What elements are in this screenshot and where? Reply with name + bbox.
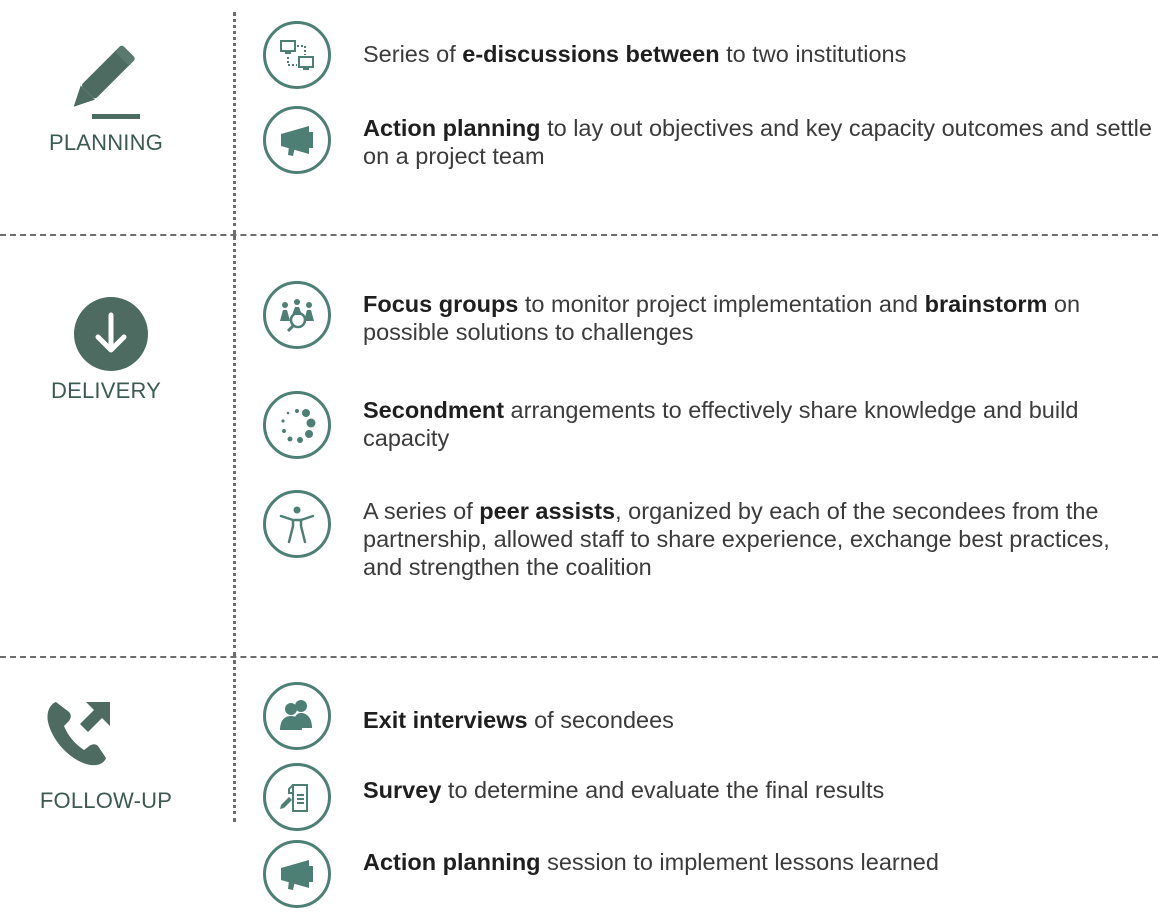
- phase-label-followup: FOLLOW-UP: [39, 788, 173, 813]
- phone-callback-icon: [47, 702, 110, 766]
- dots-circle-icon: [263, 391, 331, 459]
- item-text-7: Action planning session to implement les…: [363, 849, 939, 875]
- computers-network-icon: [263, 21, 331, 89]
- vertical-divider-delivery: [233, 236, 236, 656]
- vertical-divider-followup: [233, 660, 236, 822]
- group-search-icon: [263, 281, 331, 349]
- item-text-5: Exit interviews of secondees: [363, 707, 674, 733]
- phase-label-delivery: DELIVERY: [50, 378, 162, 403]
- person-icon: [263, 490, 331, 558]
- down-arrow-circle-icon: [74, 297, 148, 371]
- item-text-6: Survey to determine and evaluate the fin…: [363, 777, 885, 803]
- pencil-icon: [73, 45, 140, 119]
- horizontal-divider-2: [0, 656, 1158, 658]
- megaphone-icon: [263, 840, 331, 908]
- item-text-1: Action planning to lay out objectives an…: [363, 115, 1152, 169]
- item-text-3: Secondment arrangements to effectively s…: [363, 397, 1079, 451]
- item-text-2: Focus groups to monitor project implemen…: [363, 291, 1081, 345]
- survey-icon: [263, 763, 331, 831]
- horizontal-divider-1: [0, 234, 1158, 236]
- item-text-0: Series of e-discussions between to two i…: [363, 41, 907, 67]
- megaphone-icon: [263, 106, 331, 174]
- item-text-4: A series of peer assists, organized by e…: [363, 498, 1110, 580]
- people-icon: [263, 682, 331, 750]
- phase-label-planning: PLANNING: [48, 130, 164, 155]
- vertical-divider-planning: [233, 12, 236, 234]
